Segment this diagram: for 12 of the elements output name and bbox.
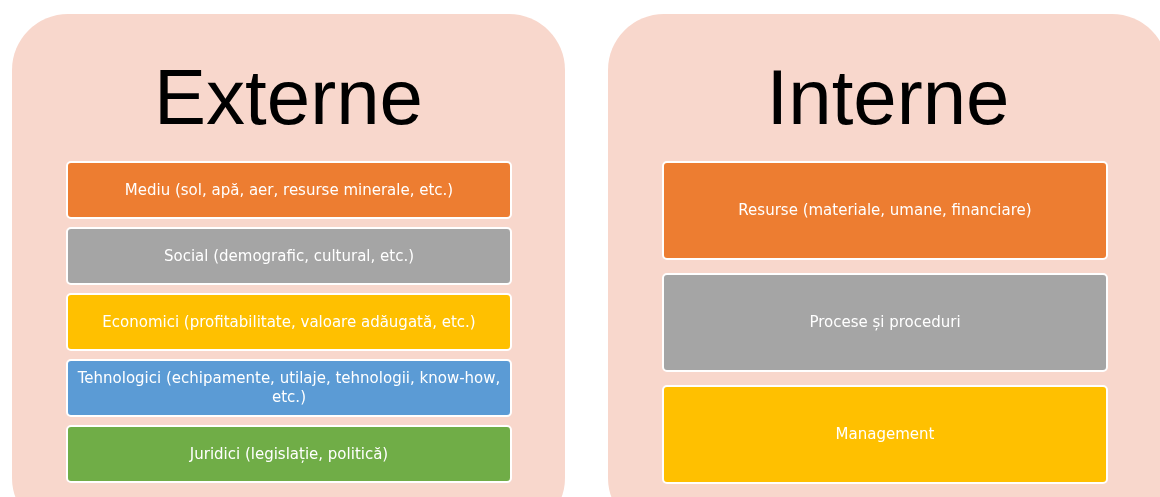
factor-box: Economici (profitabilitate, valoare adăugată, etc.) [66, 293, 512, 351]
factor-box: Juridici (legislație, politică) [66, 425, 512, 483]
factor-box: Tehnologici (echipamente, utilaje, tehnologii, know-how, etc.) [66, 359, 512, 417]
factor-box: Procese și proceduri [662, 273, 1108, 372]
factor-box: Resurse (materiale, umane, financiare) [662, 161, 1108, 260]
factor-box: Management [662, 385, 1108, 484]
factor-box: Mediu (sol, apă, aer, resurse minerale, etc.) [66, 161, 512, 219]
factor-box: Social (demografic, cultural, etc.) [66, 227, 512, 285]
panel-heading: Externe [153, 52, 424, 142]
group-panel [12, 14, 565, 497]
panel-heading: Interne [765, 52, 1011, 142]
group-panel [608, 14, 1160, 497]
